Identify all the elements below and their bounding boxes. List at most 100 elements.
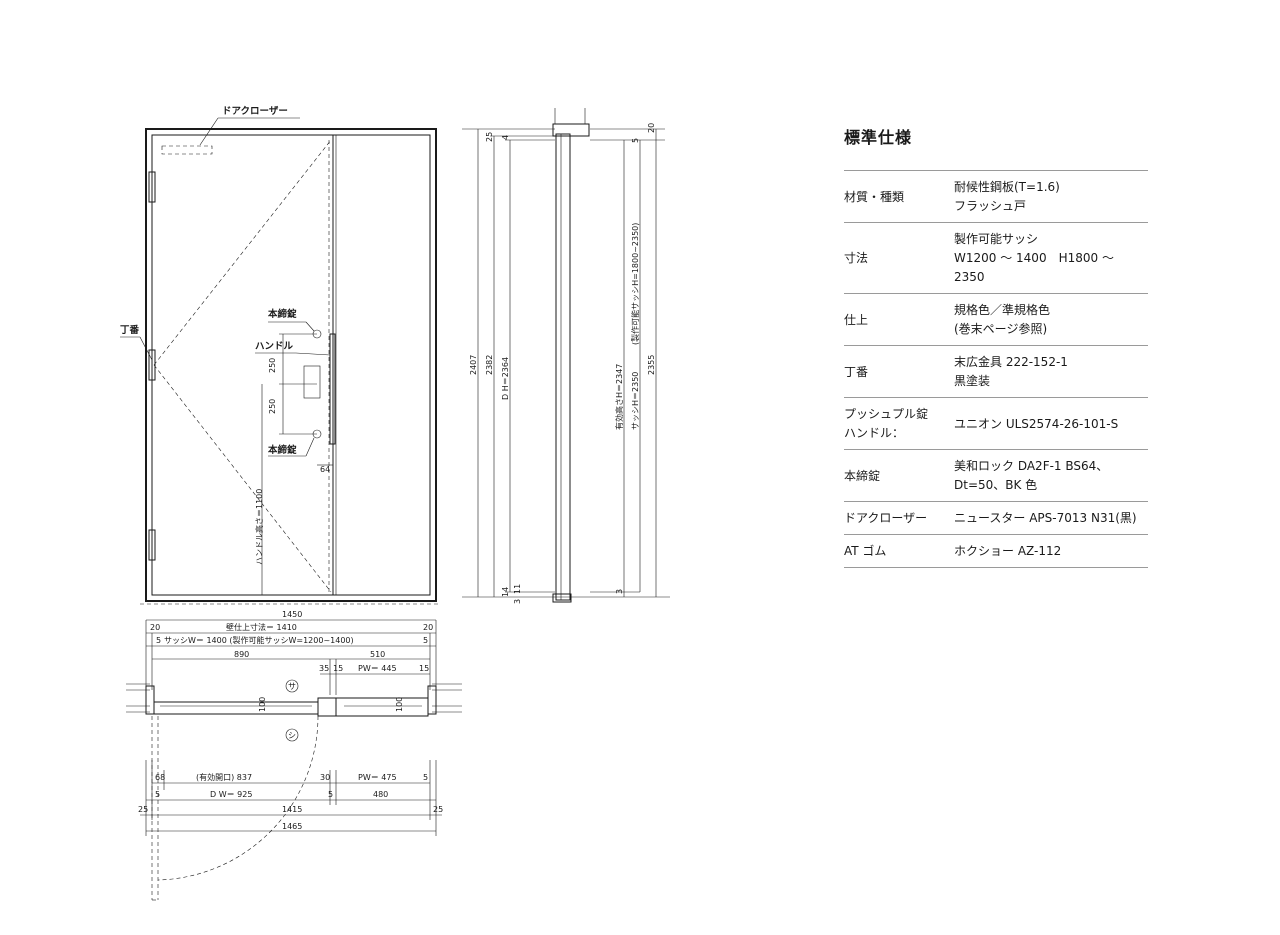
section-profile: [555, 133, 571, 601]
spec-value: 末広金具 222-152-1 黒塗装: [954, 355, 1068, 388]
head-frame-icon: [552, 123, 590, 137]
hinge-icon: [148, 171, 156, 203]
spec-key: 材質・種類: [844, 189, 905, 204]
svg-text:PW＝ 475: PW＝ 475: [358, 773, 397, 782]
sill-frame-icon: [552, 593, 572, 603]
spec-key: ドアクローザー: [844, 511, 928, 525]
spec-row-handle: プッシュプル錠 ハンドル： ユニオン ULS2574-26-101-S: [844, 398, 1148, 450]
dim-2382: 2382: [485, 355, 494, 375]
svg-text:30: 30: [320, 773, 330, 782]
svg-text:1415: 1415: [282, 805, 302, 814]
svg-text:25: 25: [138, 805, 148, 814]
spec-table: 材質・種類 耐候性鋼板(T=1.6) フラッシュ戸 寸法 製作可能サッシ W12…: [844, 170, 1148, 568]
svg-text:3: 3: [513, 599, 522, 604]
spec-value: ユニオン ULS2574-26-101-S: [954, 416, 1119, 431]
spec-value: 耐候性鋼板(T=1.6) フラッシュ戸: [954, 180, 1060, 213]
lock-plan-icon: [317, 697, 337, 717]
svg-text:68: 68: [155, 773, 165, 782]
spec-row-at-rubber: AT ゴム ホクショー AZ-112: [844, 535, 1148, 568]
hinge-icon: [148, 529, 156, 561]
svg-text:100: 100: [395, 697, 404, 712]
spec-key: 寸法: [844, 251, 869, 265]
spec-row-dimensions: 寸法 製作可能サッシ W1200 ～ 1400 H1800 ～ 2350: [844, 223, 1148, 294]
svg-text:4: 4: [501, 135, 510, 140]
svg-text:5: 5: [155, 790, 160, 799]
svg-text:5: 5: [156, 636, 161, 645]
spec-value: 製作可能サッシ W1200 ～ 1400 H1800 ～ 2350: [954, 232, 1114, 284]
spec-key: AT ゴム: [844, 544, 887, 558]
handle-label: ハンドル: [255, 341, 294, 352]
spec-value: 美和ロック DA2F-1 BS64、 Dt=50、BK 色: [954, 459, 1109, 492]
spec-row-material: 材質・種類 耐候性鋼板(T=1.6) フラッシュ戸: [844, 171, 1148, 223]
svg-text:15: 15: [419, 664, 429, 673]
door-closer-icon: [161, 145, 213, 155]
svg-text:14: 14: [501, 587, 510, 597]
deadbolt-bottom-label: 本締錠: [268, 444, 297, 456]
door-leaf-plan: [153, 701, 319, 715]
svg-text:25: 25: [485, 132, 494, 142]
spec-row-door-closer: ドアクローザー ニュースター APS-7013 N31(黒): [844, 502, 1148, 535]
svg-text:3: 3: [615, 589, 624, 594]
svg-text:480: 480: [373, 790, 388, 799]
handle-plate-icon: [303, 365, 321, 399]
spec-key: プッシュプル錠 ハンドル：: [844, 407, 929, 440]
sash-marker-icon: [285, 679, 299, 693]
spec-value: 規格色／準規格色 (巻末ページ参照): [954, 303, 1051, 336]
svg-text:5: 5: [423, 773, 428, 782]
inner-frame: [151, 134, 431, 596]
spec-row-deadbolt: 本締錠 美和ロック DA2F-1 BS64、 Dt=50、BK 色: [844, 450, 1148, 502]
spec-key: 本締錠: [844, 468, 881, 483]
hinge-icon: [148, 349, 156, 381]
handle-bar-icon: [329, 333, 336, 445]
dim-effective-height: 有効高さH＝2347: [614, 364, 624, 430]
spec-key: 丁番: [844, 364, 869, 379]
svg-text:1450: 1450: [282, 610, 302, 619]
svg-text:510: 510: [370, 650, 385, 659]
shutter-marker-icon: [285, 728, 299, 742]
spec-row-hinge: 丁番 末広金具 222-152-1 黒塗装: [844, 346, 1148, 398]
svg-text:890: 890: [234, 650, 249, 659]
svg-text:1465: 1465: [282, 822, 302, 831]
svg-text:20: 20: [647, 123, 656, 133]
hinge-label: 丁番: [120, 324, 140, 336]
svg-text:11: 11: [513, 584, 522, 594]
spec-row-finish: 仕上 規格色／準規格色 (巻末ページ参照): [844, 294, 1148, 346]
deadbolt-top-label: 本締錠: [268, 308, 297, 320]
dim-64: 64: [320, 465, 330, 474]
svg-text:サ: サ: [288, 682, 296, 691]
vertical-section: 2407 2382 D H＝2364 25 4 14 3 11 20 5 3 有…: [462, 108, 670, 604]
svg-text:15: 15: [333, 664, 343, 673]
plan-view: 1450 壁仕上寸法＝ 1410 20 20 サッシW＝ 1400 (製作可能サ…: [126, 610, 462, 901]
swing-line-bottom: [153, 364, 332, 593]
dim-2355: 2355: [647, 355, 656, 375]
svg-text:20: 20: [150, 623, 160, 632]
dim-250-upper: 250: [268, 358, 277, 373]
svg-text:PW＝ 445: PW＝ 445: [358, 664, 397, 673]
standard-spec-panel: 標準仕様 材質・種類 耐候性鋼板(T=1.6) フラッシュ戸 寸法 製作可能サッ…: [844, 124, 1148, 568]
dim-250-lower: 250: [268, 399, 277, 414]
sash-w-dim: サッシW＝ 1400 (製作可能サッシW=1200~1400): [164, 635, 354, 645]
wall-right-icon: [427, 683, 462, 715]
svg-text:5: 5: [423, 636, 428, 645]
svg-text:5: 5: [631, 138, 640, 143]
swing-line-top: [153, 139, 332, 366]
handle-height-dim: ハンドル高さ＝1100: [254, 489, 264, 565]
svg-text:100: 100: [258, 697, 267, 712]
dw-dim: D W＝ 925: [210, 790, 252, 799]
spec-key: 仕上: [844, 312, 869, 327]
effective-opening-dim: (有効開口) 837: [196, 772, 252, 782]
svg-text:シ: シ: [288, 731, 296, 740]
dim-2407: 2407: [469, 355, 478, 375]
door-closer-label: ドアクローザー: [222, 106, 288, 117]
outer-frame: [145, 128, 437, 602]
svg-text:5: 5: [328, 790, 333, 799]
dim-sash-range: (製作可能サッシH=1800~2350): [630, 223, 640, 345]
wall-left-icon: [126, 683, 155, 715]
wall-finish-dim: 壁仕上寸法＝ 1410: [226, 622, 297, 632]
front-elevation: ドアクローザー 丁番 本締錠 ハンドル 本締錠 250 250 64 ハンドル高…: [120, 106, 440, 605]
spec-title: 標準仕様: [844, 128, 913, 147]
fixed-panel-plan: [335, 697, 429, 717]
svg-text:35: 35: [319, 664, 329, 673]
spec-value: ニュースター APS-7013 N31(黒): [954, 511, 1137, 525]
